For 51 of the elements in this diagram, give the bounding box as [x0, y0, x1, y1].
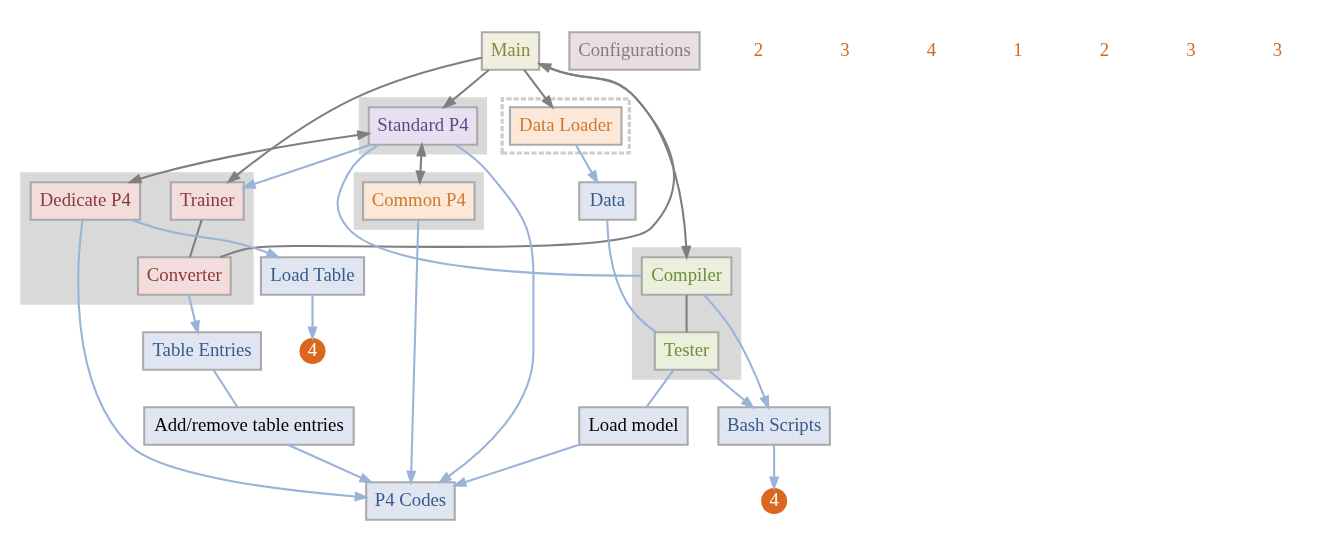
label: 2 [753, 38, 764, 60]
arrow [415, 141, 427, 186]
node-box: Common P4 [362, 181, 476, 221]
label: 1 [1013, 38, 1023, 60]
connector [188, 219, 203, 258]
connector [212, 369, 239, 408]
node-box: Dedicate P4 [29, 181, 142, 221]
node-circle: 4 [299, 338, 326, 365]
node-box: Tester [653, 331, 720, 371]
arrow [126, 130, 372, 184]
arrow [575, 144, 599, 185]
node-box: P4 Codes [365, 481, 456, 521]
arrow [703, 294, 770, 411]
node-box: Configurations [568, 31, 701, 71]
label: 2 [1099, 38, 1110, 60]
connector [645, 369, 675, 408]
connector [336, 143, 642, 277]
arrow [220, 62, 675, 259]
cluster [500, 97, 631, 155]
label: 3 [1272, 38, 1283, 60]
arrow [769, 445, 780, 492]
node-box: Compiler [640, 256, 733, 296]
node-box: Standard P4 [367, 106, 479, 146]
node-box: Main [480, 31, 541, 71]
arrow [130, 218, 281, 259]
node-box: Data Loader [508, 106, 623, 146]
label: 3 [840, 38, 850, 60]
arrow [77, 219, 370, 502]
node-box: Converter [136, 256, 232, 296]
arrow [307, 295, 318, 341]
node-box: Data [578, 181, 637, 221]
node-box: Add/remove table entries [143, 406, 355, 446]
arrow [451, 443, 580, 487]
node-box: Load Table [259, 256, 366, 296]
arrow [406, 219, 420, 486]
arrow [288, 444, 374, 484]
node-circle: 4 [761, 488, 788, 515]
node-box: Trainer [169, 181, 245, 221]
arrow [707, 369, 756, 410]
label: 4 [926, 38, 937, 60]
connector [685, 295, 688, 333]
arrow [187, 294, 200, 336]
node-box: Table Entries [142, 331, 262, 371]
arrow [437, 144, 535, 485]
arrow [523, 69, 555, 110]
arrow [241, 143, 371, 189]
label: 3 [1186, 38, 1196, 60]
connector [606, 219, 657, 333]
node-box: Load model [578, 406, 689, 446]
node-box: Bash Scripts [717, 406, 831, 446]
arrow [441, 69, 490, 110]
